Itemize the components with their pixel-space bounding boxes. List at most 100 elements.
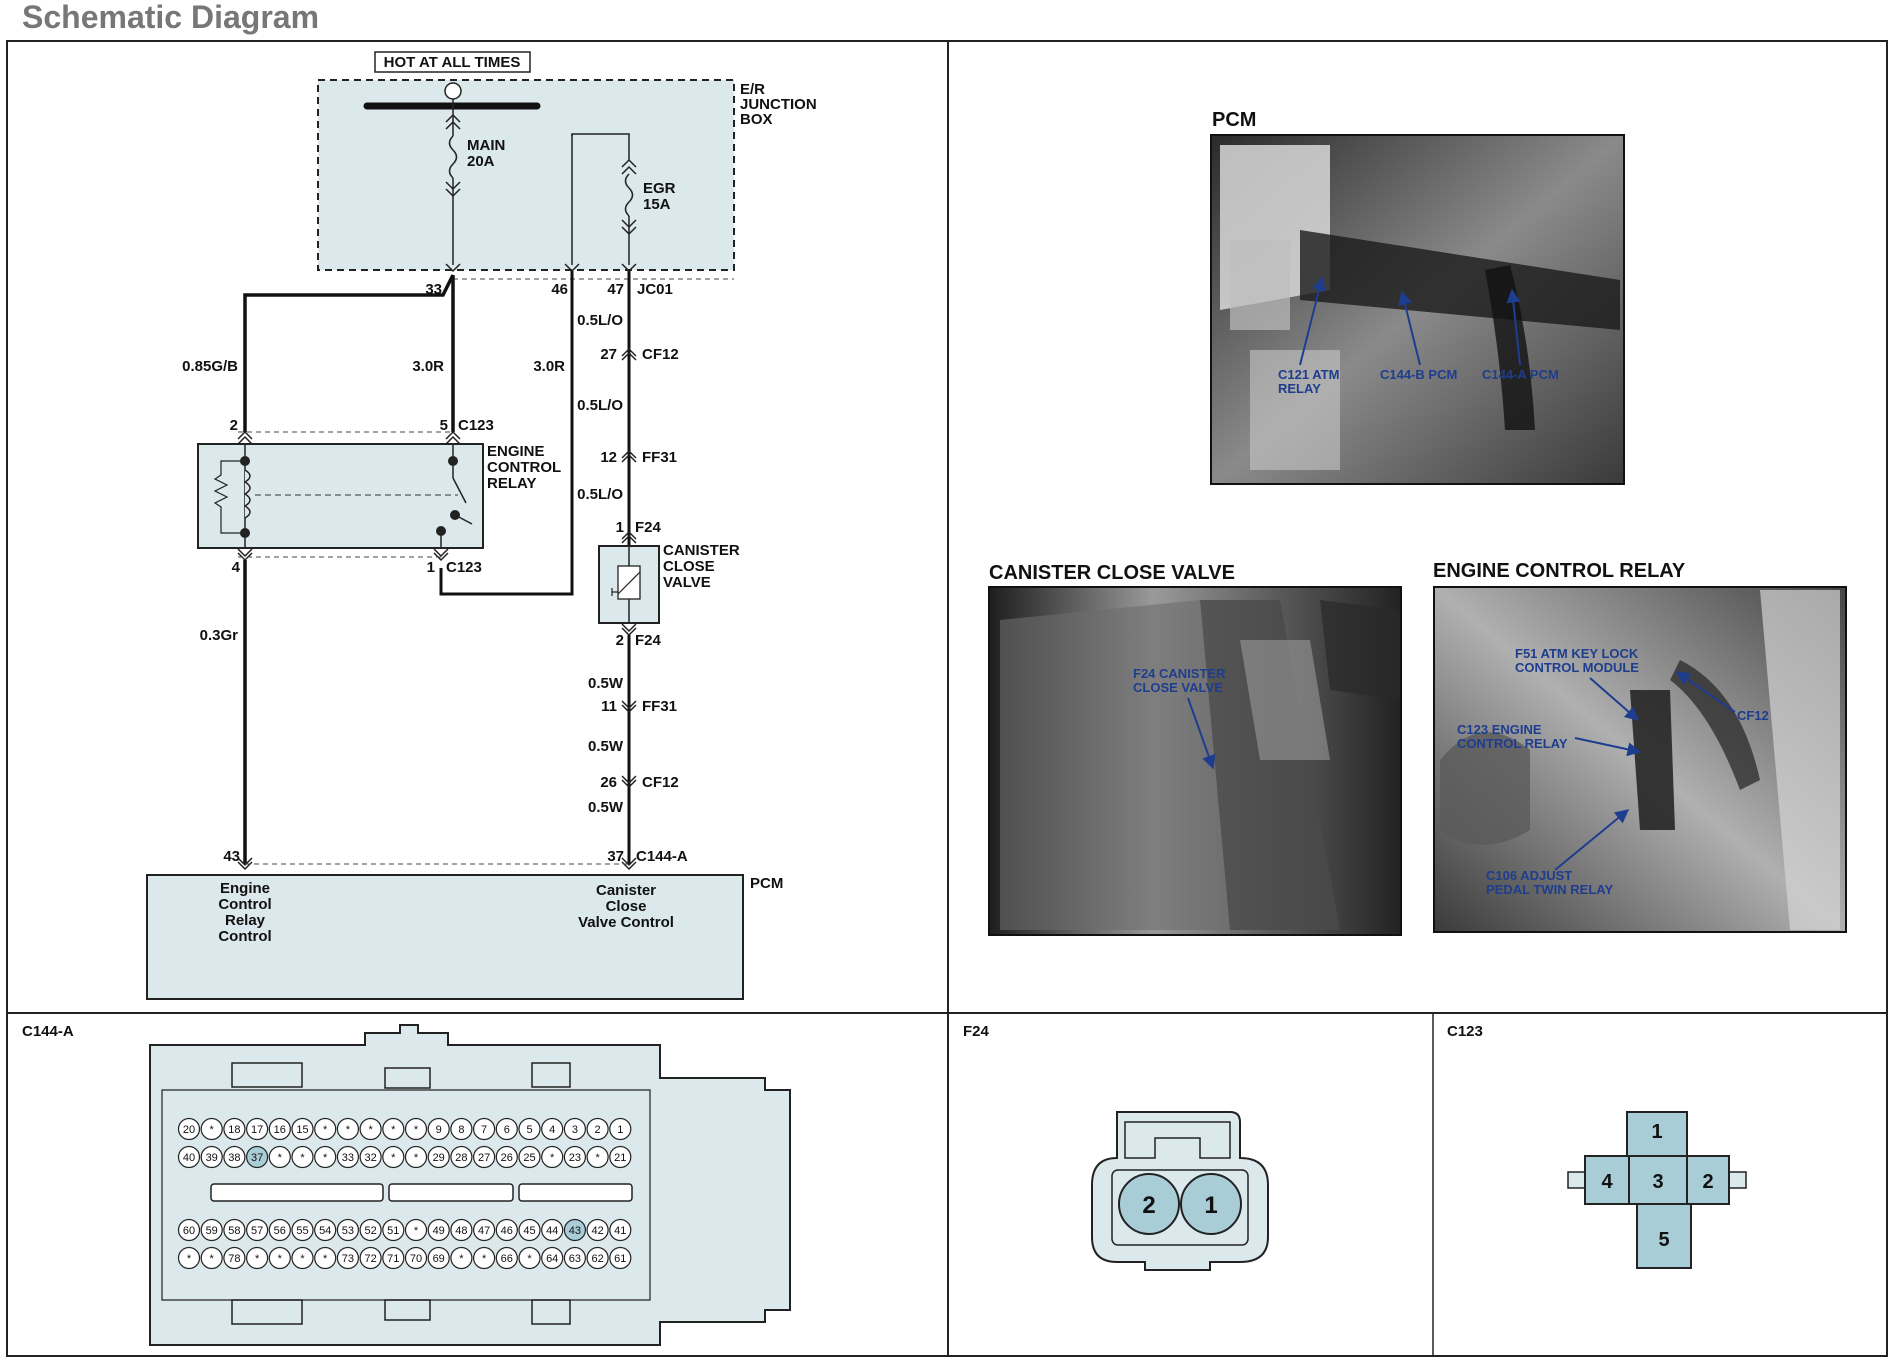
c144a-pin-label: 51 [387,1225,399,1237]
wire-085gb [243,274,455,432]
wire-30r-to-relay [439,271,574,596]
c144a-pin-cavity [314,1246,337,1270]
pcm-left-1: Engine [220,880,270,897]
c144a-pin-cavity [223,1145,246,1169]
c144a-pin-label: 63 [569,1253,581,1265]
pcm-right-2: Close [606,898,647,915]
f24-pin-1: 1 [1204,1192,1217,1219]
c144a-pin-cavity [541,1246,564,1270]
c144a-pin-cavity [223,1246,246,1270]
c144a-pin-cavity [563,1145,587,1169]
c144a-pin-label: 43 [569,1225,581,1237]
c144a-pin-cavity [473,1117,496,1141]
ff31-top-pin: 12 [600,449,617,466]
c144a-pin-label: * [210,1253,215,1265]
c144a-pin-label: 33 [342,1152,354,1164]
wire-label-05w-1: 0.5W [588,675,624,692]
c144a-pin-label: 73 [342,1253,354,1265]
c144a-pin-label: 55 [296,1225,308,1237]
c144a-pin-label: * [278,1152,283,1164]
c144a-pin-cavity [177,1246,201,1270]
cf12-bottom-pin: 26 [600,774,617,791]
c144a-pin-label: 44 [546,1225,558,1237]
c144a-pin-cavity [359,1218,382,1242]
c144a-pin-label: 48 [455,1225,467,1237]
c144a-pin-cavity [223,1218,246,1242]
c144a-pin-label: 28 [455,1152,467,1164]
canister-photo-label-1: F24 CANISTER [1133,666,1226,681]
c144a-pin-label: 66 [501,1253,513,1265]
c144a-pin-cavity [404,1117,428,1141]
wiring-schematic: HOT AT ALL TIMES E/R JUNCTION BOX MAIN 2… [146,51,817,1000]
relay-photo-label-c123-1: C123 ENGINE [1457,722,1542,737]
junction-box-label-1: E/R [740,81,765,98]
c144a-pin-cavity [541,1218,564,1242]
c144a-pin-label: * [414,1225,419,1237]
c144a-pin-label: 25 [523,1152,535,1164]
c144a-pin-cavity [246,1117,269,1141]
c144a-pin-cavity [336,1246,359,1270]
c144a-pin-cavity [268,1218,291,1242]
pcm-right-1: Canister [596,882,656,899]
hot-at-all-times-box [374,51,531,73]
c144a-pin-label: 20 [183,1124,195,1136]
c144a-pin-label: 71 [387,1253,399,1265]
canister-close-valve: 1 F24 2 F24 [598,519,662,649]
c144a-pin-cavity [609,1145,632,1169]
c144a-pin-label: 56 [274,1225,286,1237]
wire-label-05w-3: 0.5W [588,799,624,816]
c144a-pin-cavity [427,1117,450,1141]
c144a-pin-label: * [391,1124,396,1136]
c144a-pin-cavity [359,1145,382,1169]
c123-pin-5: 5 [1658,1229,1669,1251]
c144a-pin-cavity [495,1117,518,1141]
c144a-pin-cavity [291,1246,314,1270]
c144a-pin-label: 64 [546,1253,558,1265]
pcm-label: PCM [750,875,783,892]
f24-top-pin: 1 [616,519,624,536]
c144a-pin-label: * [278,1253,283,1265]
c144a-pin-cavity [291,1117,314,1141]
pcm-left-3: Relay [225,912,266,929]
c144a-pin-cavity [359,1246,382,1270]
c144a-pin-label: 18 [228,1124,240,1136]
c144a-pin-label: 17 [251,1124,263,1136]
c144a-pin-cavity [404,1246,428,1270]
c144a-pin-cavity [586,1218,609,1242]
egr-fuse-label-2: 15A [643,196,671,213]
c144a-pin-cavity [518,1117,541,1141]
c144a-pin-label: 41 [614,1225,626,1237]
pcm-pin-37: 37 [607,848,624,865]
c144a-pin-cavity [495,1218,518,1242]
c144a-pin-cavity [541,1117,564,1141]
f24-connector: F24 2 1 [963,1023,1269,1271]
c144a-pin-label: 47 [478,1225,490,1237]
c144a-pin-label: 72 [364,1253,376,1265]
canister-photo-label-2: CLOSE VALVE [1133,680,1223,695]
c144a-pin-cavity [359,1117,382,1141]
pcm-left-2: Control [218,896,271,913]
c144a-pin-cavity [473,1145,496,1169]
ff31-top-label: FF31 [642,449,677,466]
relay-photo-label-f51-2: CONTROL MODULE [1515,660,1639,675]
c144a-pin-cavity [427,1145,450,1169]
c144a-pin-cavity [427,1246,450,1270]
c144a-pin-cavity [200,1218,223,1242]
c144a-pin-cavity [336,1145,359,1169]
c144a-pin-label: * [187,1253,192,1265]
wire-label-30r-right: 3.0R [533,358,565,375]
c144a-pin-label: 1 [617,1124,623,1136]
relay-photo-panel: ENGINE CONTROL RELAY F51 ATM KEY LOCK CO… [1433,560,1847,933]
wire-label-05w-2: 0.5W [588,738,624,755]
c144a-pin-cavity [609,1117,632,1141]
c144a-pin-label: 21 [614,1152,626,1164]
c144a-pin-label: * [414,1152,419,1164]
c144a-pin-cavity [200,1145,223,1169]
c123-pin-4: 4 [1601,1171,1613,1193]
c144a-pin-label: 58 [228,1225,240,1237]
egr-fuse [571,133,637,265]
c144a-pin-label: 61 [614,1253,626,1265]
c144a-pin-label: 15 [296,1124,308,1136]
pcm-photo-panel: PCM C121 ATM RELAY C144-B PCM C144-A PCM [1210,109,1625,485]
